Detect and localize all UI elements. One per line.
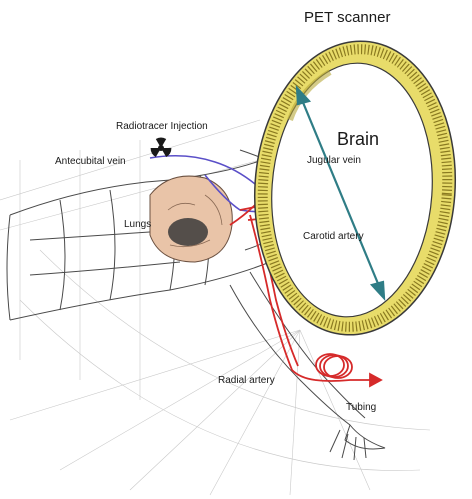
radial-artery-label: Radial artery (218, 376, 275, 386)
brain-label: Brain (337, 130, 379, 148)
carotid-artery-label: Carotid artery (303, 232, 364, 242)
antecubital-vein-label: Antecubital vein (55, 157, 126, 167)
radiation-icon (151, 138, 172, 157)
tubing (315, 354, 381, 386)
jugular-vein-label: Jugular vein (307, 156, 361, 166)
lungs-label: Lungs (124, 220, 151, 230)
pet-scanner-label: PET scanner (304, 10, 390, 25)
radiotracer-injection-label: Radiotracer Injection (116, 122, 208, 132)
pet-scanner-ring (245, 34, 465, 341)
tubing-label: Tubing (346, 403, 376, 413)
lungs (150, 176, 232, 262)
